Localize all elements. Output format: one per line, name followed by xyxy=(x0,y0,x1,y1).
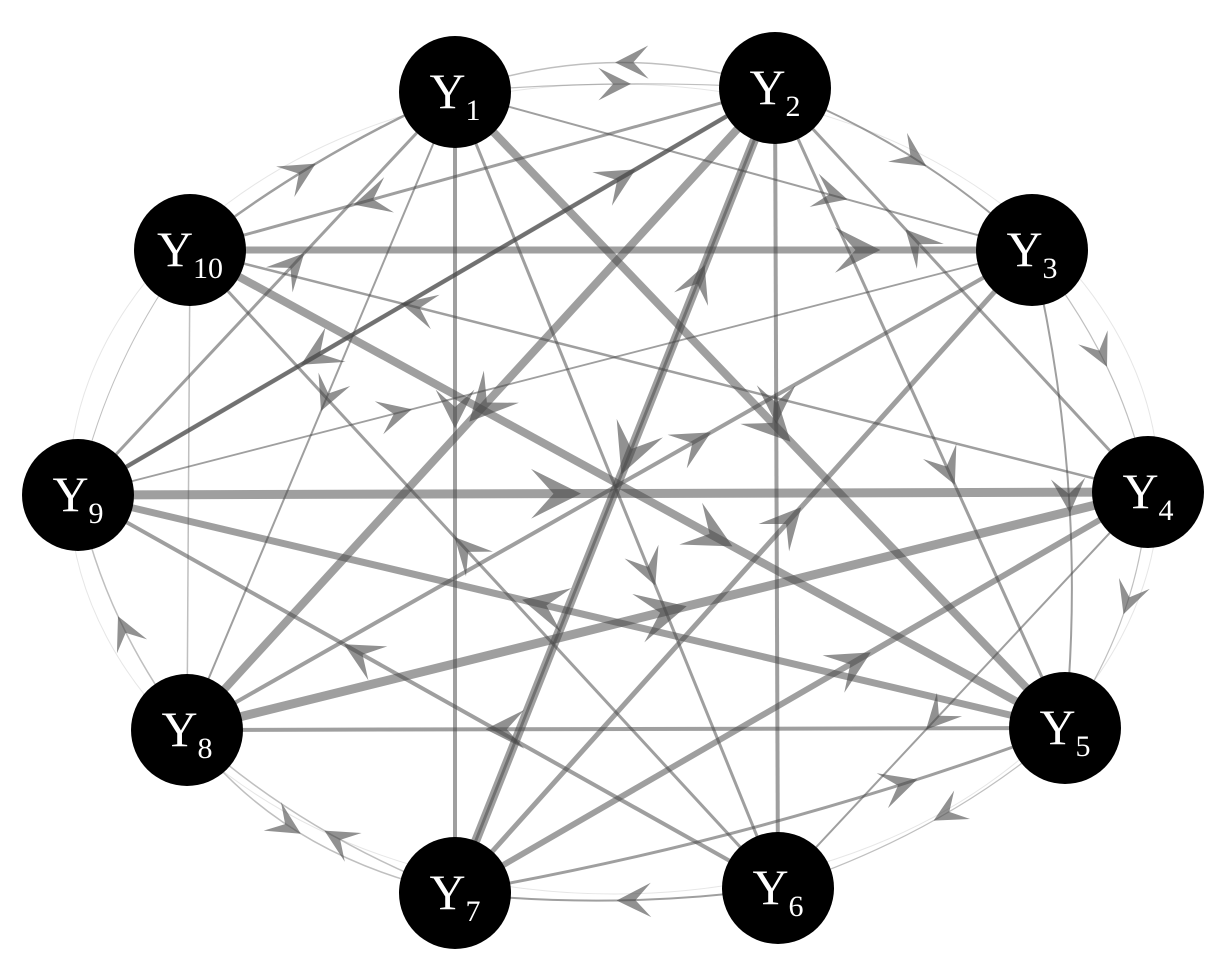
arrowhead-Y3-Y5 xyxy=(1050,477,1086,513)
edge-Y2-Y6 xyxy=(773,87,780,889)
edge-Y7-Y2 xyxy=(453,87,777,894)
edge-Y6-Y9 xyxy=(77,493,779,890)
arrowhead-Y1-Y6 xyxy=(624,544,659,586)
edge-Y5-Y9 xyxy=(77,491,1066,732)
node-Y7: Y7 xyxy=(399,837,511,949)
node-circle xyxy=(131,674,243,786)
arrowhead-Y4-Y2 xyxy=(905,229,944,269)
arrowhead-Y7-Y8 xyxy=(324,830,362,862)
edge-Y7-Y4 xyxy=(453,489,1150,896)
edge-Y9-Y2 xyxy=(76,86,777,497)
node-Y2: Y2 xyxy=(719,32,831,144)
arrowhead-Y2-Y7 xyxy=(616,418,663,475)
node-circle xyxy=(1092,436,1204,548)
arrowhead-Y7-Y3 xyxy=(758,507,802,552)
arrowhead-Y2-Y3 xyxy=(888,132,927,167)
edge-Y10-Y8 xyxy=(186,249,191,731)
node-circle xyxy=(719,32,831,144)
arrowhead-Y6-Y10 xyxy=(454,537,493,577)
arrowhead-Y1-Y3 xyxy=(809,173,848,207)
node-Y4: Y4 xyxy=(1092,436,1204,548)
arrowhead-Y7-Y4 xyxy=(822,652,871,693)
node-circle xyxy=(399,36,511,148)
edge-Y6-Y10 xyxy=(188,248,780,890)
arrowhead-Y2-Y1 xyxy=(615,45,649,79)
arrowhead-Y10-Y3 xyxy=(835,227,881,273)
node-label: Y10 xyxy=(157,221,223,285)
arrowhead-Y1-Y8 xyxy=(318,372,351,411)
arrowhead-Y9-Y3 xyxy=(374,401,412,435)
arrowhead-Y2-Y10 xyxy=(353,177,394,213)
node-label: Y2 xyxy=(749,59,800,123)
node-circle xyxy=(22,439,134,551)
arrowhead-Y10-Y1 xyxy=(276,163,316,198)
edge-Y10-Y5 xyxy=(188,246,1067,732)
node-Y5: Y5 xyxy=(1009,672,1121,784)
arrowhead-Y9-Y1 xyxy=(265,253,305,293)
node-label: Y3 xyxy=(1006,221,1057,285)
node-label: Y8 xyxy=(161,701,212,765)
node-Y1: Y1 xyxy=(399,36,511,148)
arrowhead-Y3-Y4 xyxy=(1078,330,1108,367)
arrowhead-Y7-Y2 xyxy=(674,265,709,306)
node-circle xyxy=(976,194,1088,306)
arrowhead-Y2-Y9 xyxy=(301,327,346,365)
node-circle xyxy=(134,194,246,306)
node-Y3: Y3 xyxy=(976,194,1088,306)
arrowhead-Y8-Y9 xyxy=(116,616,148,654)
arrowhead-Y6-Y7 xyxy=(616,882,652,918)
arrowhead-Y5-Y9 xyxy=(522,588,572,633)
edge-Y7-Y3 xyxy=(453,248,1034,895)
edge-Y2-Y5 xyxy=(773,87,1067,729)
arrowhead-Y9-Y4 xyxy=(531,468,581,519)
edge-layer xyxy=(76,61,1150,902)
edge-Y8-Y3 xyxy=(186,248,1033,732)
edge-Y1-Y5 xyxy=(452,89,1068,731)
node-Y8: Y8 xyxy=(131,674,243,786)
node-circle xyxy=(1009,672,1121,784)
node-label: Y6 xyxy=(752,859,803,923)
arrowhead-Y2-Y5 xyxy=(923,443,957,485)
arrowhead-Y1-Y2 xyxy=(598,67,631,101)
edge-Y4-Y10 xyxy=(189,248,1149,494)
arrowhead-Y5-Y8 xyxy=(485,709,525,749)
node-Y9: Y9 xyxy=(22,439,134,551)
edge-Y2-Y10 xyxy=(189,86,776,252)
arrowhead-Y1-Y7 xyxy=(435,389,475,429)
arrowhead-Y4-Y6 xyxy=(926,692,963,730)
node-label: Y9 xyxy=(52,466,103,530)
arrowhead-Y5-Y6 xyxy=(933,790,971,821)
node-circle xyxy=(722,832,834,944)
node-label: Y1 xyxy=(429,63,480,127)
edge-Y9-Y3 xyxy=(77,249,1033,496)
edge-Y5-Y8 xyxy=(186,726,1066,732)
edge-Y4-Y2 xyxy=(773,86,1150,494)
arrowhead-Y6-Y9 xyxy=(344,644,388,681)
arrowhead-Y2-Y8 xyxy=(469,370,519,422)
node-label: Y7 xyxy=(429,864,480,928)
arrowhead-Y8-Y7 xyxy=(263,802,301,834)
node-circle xyxy=(399,837,511,949)
arrow-layer xyxy=(116,45,1150,918)
node-Y10: Y10 xyxy=(134,194,246,306)
arrowhead-Y8-Y3 xyxy=(667,432,711,469)
edge-Y4-Y6 xyxy=(777,491,1149,889)
edge-Y7-Y5 xyxy=(454,726,1066,895)
node-label: Y5 xyxy=(1039,699,1090,763)
arrowhead-Y1-Y5 xyxy=(740,390,791,442)
node-Y6: Y6 xyxy=(722,832,834,944)
arrowhead-Y4-Y5 xyxy=(1118,577,1150,615)
arrowhead-Y10-Y5 xyxy=(679,502,733,547)
arrowhead-Y4-Y10 xyxy=(400,294,440,330)
arrowhead-Y7-Y5 xyxy=(876,773,918,809)
arrowhead-Y9-Y2 xyxy=(592,169,636,206)
node-label: Y4 xyxy=(1122,463,1173,527)
arrowhead-Y8-Y4 xyxy=(632,593,687,643)
edge-Y3-Y5 xyxy=(1031,249,1073,729)
